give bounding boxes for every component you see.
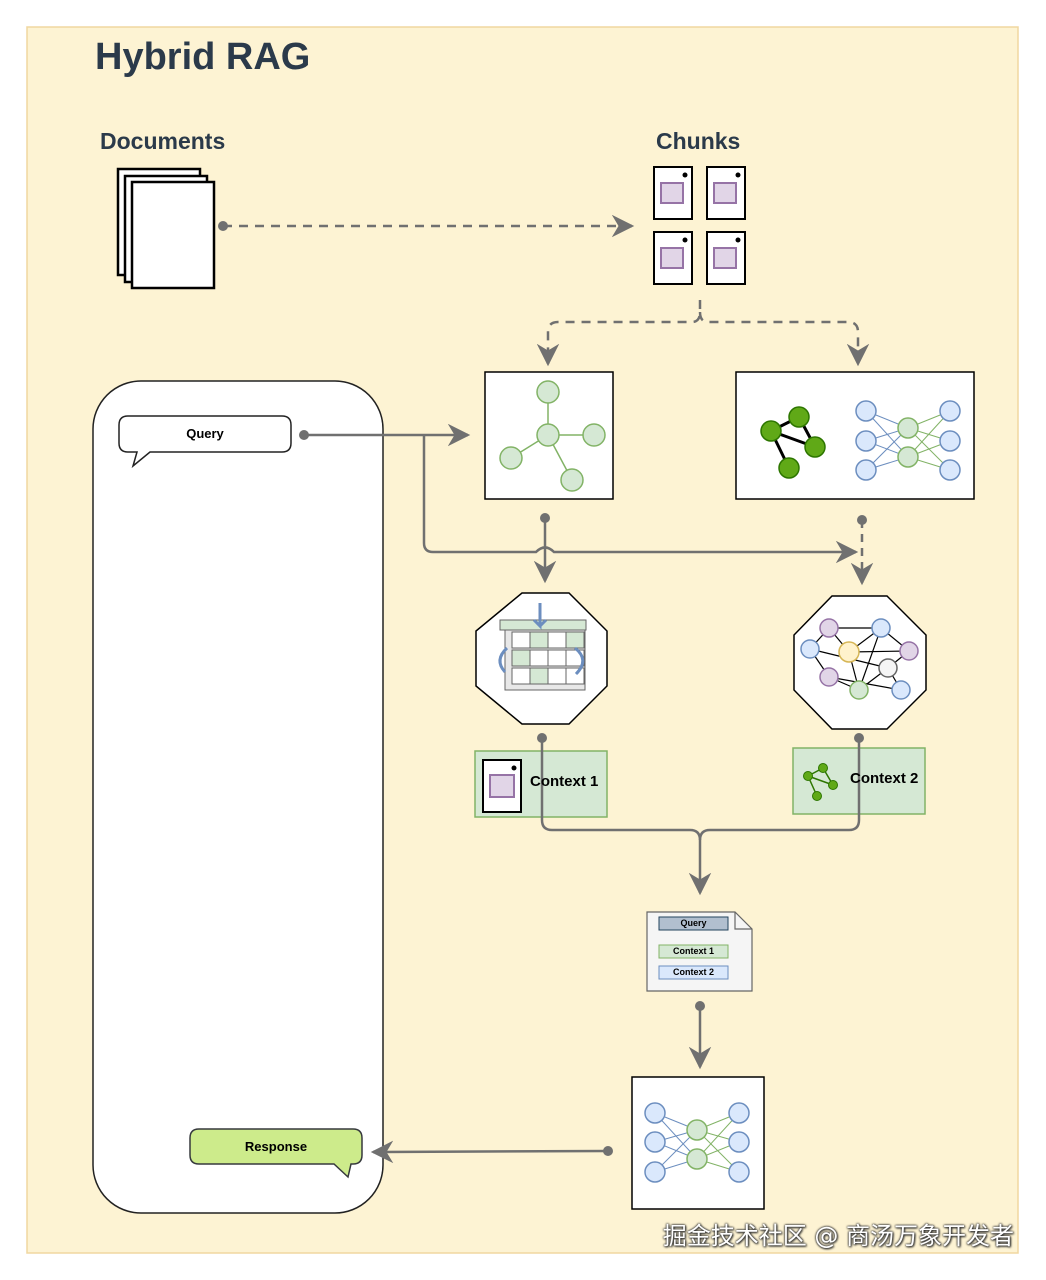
query-bubble (118, 415, 292, 469)
prompt-context1-text: Context 1 (672, 946, 714, 956)
watermark: 掘金技术社区 @ 商汤万象开发者 (662, 1222, 1014, 1250)
query-text: Query (186, 426, 224, 441)
response-bubble (189, 1128, 363, 1179)
chunks-split-arrows (536, 300, 870, 367)
vector-database-icon (475, 592, 608, 725)
llm-to-response-arrow (370, 1140, 613, 1164)
response-text: Response (244, 1139, 308, 1154)
prompt-query-text: Query (680, 918, 707, 928)
graph-neural-box (735, 371, 975, 500)
chunks-icon (653, 166, 746, 285)
embedding-to-store-arrows (533, 513, 874, 586)
llm-box (631, 1076, 765, 1210)
graph-embedding-box (484, 371, 614, 500)
documents-icon (116, 167, 216, 290)
prompt-to-llm-arrow (688, 1001, 712, 1070)
prompt-document (646, 911, 753, 992)
merge-arrows (537, 733, 864, 896)
chat-panel (92, 380, 384, 1214)
documents-to-chunks-arrow (218, 214, 635, 238)
chunks-label: Chunks (656, 128, 741, 154)
context2-text: Context 2 (850, 770, 919, 787)
documents-label: Documents (100, 128, 226, 154)
context1-text: Context 1 (530, 773, 599, 790)
prompt-context2-text: Context 2 (672, 967, 714, 977)
graph-database-icon (793, 595, 927, 730)
query-arrows (299, 423, 859, 564)
diagram-title: Hybrid RAG (95, 36, 311, 78)
